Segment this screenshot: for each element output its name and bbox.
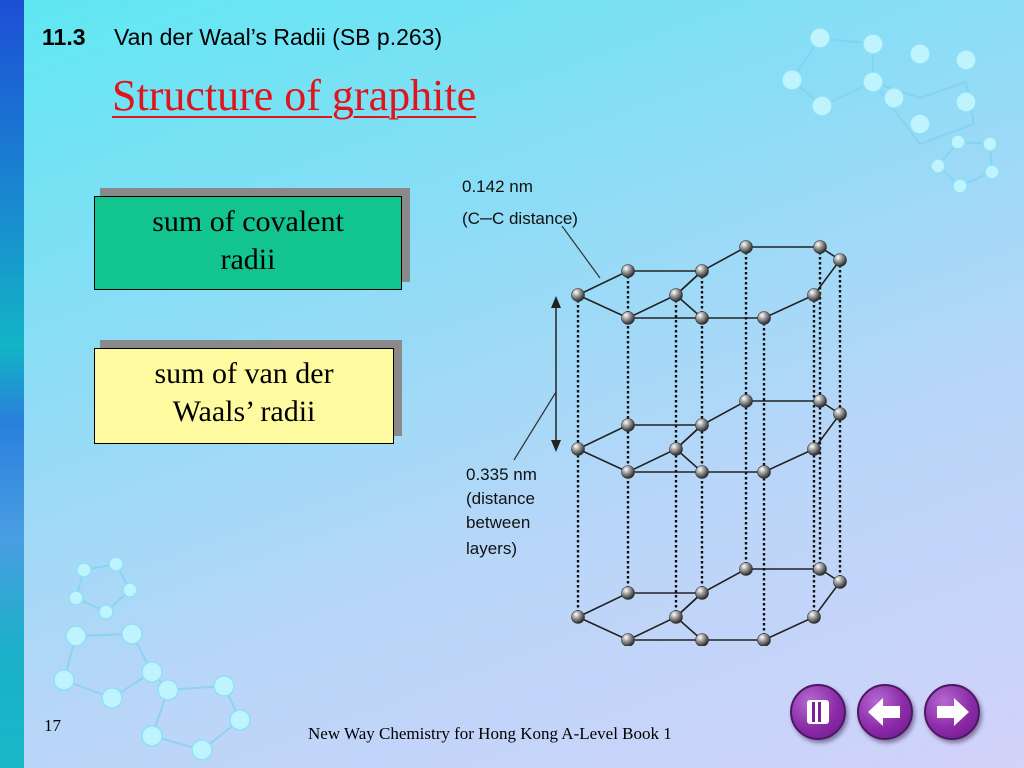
carbon-atom — [807, 288, 821, 302]
carbon-atom — [695, 465, 709, 479]
section-number: 11.3 — [42, 24, 86, 50]
vdw-radii-box: sum of van der Waals’ radii — [94, 348, 394, 444]
carbon-atoms — [571, 240, 847, 646]
carbon-atom — [757, 465, 771, 479]
graphite-bonds — [577, 246, 842, 641]
molecule-decoration-icon — [781, 27, 1000, 194]
carbon-bond — [577, 592, 705, 641]
interlayer-dotted-lines — [576, 247, 842, 640]
arrow-head-down-icon — [551, 440, 561, 452]
cc-distance-label: (C─C distance) — [462, 209, 578, 228]
footer-text: New Way Chemistry for Hong Kong A-Level … — [308, 724, 672, 743]
carbon-atom — [813, 240, 827, 254]
carbon-atom — [621, 418, 635, 432]
carbon-atom — [757, 633, 771, 646]
carbon-atom — [669, 288, 683, 302]
carbon-atom — [833, 575, 847, 589]
layer-distance-label: 0.335 nm — [466, 465, 537, 484]
carbon-atom — [807, 610, 821, 624]
box-line: sum of covalent — [152, 205, 344, 238]
carbon-atom — [669, 610, 683, 624]
box-line: sum of van der — [154, 357, 334, 390]
carbon-atom — [621, 264, 635, 278]
carbon-atom — [813, 394, 827, 408]
arrow-head-up-icon — [551, 296, 561, 308]
arrow-left-icon — [868, 698, 900, 726]
page-number: 17 — [44, 716, 61, 735]
layer-distance-label: between — [466, 513, 530, 532]
layer-distance-label: layers) — [466, 539, 517, 558]
carbon-atom — [813, 562, 827, 576]
carbon-bond — [577, 270, 705, 319]
next-button[interactable] — [924, 684, 980, 740]
carbon-atom — [571, 442, 585, 456]
menu-button[interactable] — [790, 684, 846, 740]
carbon-atom — [695, 418, 709, 432]
carbon-atom — [571, 288, 585, 302]
layer-distance-label: (distance — [466, 489, 535, 508]
carbon-bond — [675, 568, 842, 641]
carbon-atom — [739, 562, 753, 576]
carbon-atom — [621, 586, 635, 600]
previous-button[interactable] — [857, 684, 913, 740]
carbon-atom — [807, 442, 821, 456]
carbon-bond — [675, 246, 842, 319]
carbon-atom — [669, 442, 683, 456]
carbon-atom — [739, 394, 753, 408]
carbon-atom — [695, 264, 709, 278]
carbon-atom — [833, 253, 847, 267]
box-line: Waals’ radii — [172, 395, 316, 428]
carbon-atom — [757, 311, 771, 325]
carbon-atom — [571, 610, 585, 624]
cc-distance-label: 0.142 nm — [462, 177, 533, 196]
left-accent-bar — [0, 0, 24, 768]
carbon-atom — [621, 311, 635, 325]
layer-leader-line — [513, 391, 557, 461]
carbon-atom — [695, 586, 709, 600]
carbon-atom — [695, 633, 709, 646]
slide-title: Structure of graphite — [112, 71, 477, 120]
molecule-decoration-icon — [53, 556, 251, 761]
carbon-atom — [621, 633, 635, 646]
carbon-atom — [695, 311, 709, 325]
carbon-atom — [621, 465, 635, 479]
menu-icon — [807, 700, 829, 724]
box-line: radii — [220, 243, 276, 276]
carbon-atom — [833, 407, 847, 421]
cc-leader-line — [561, 225, 601, 279]
carbon-bond — [675, 400, 842, 473]
covalent-radii-box: sum of covalent radii — [94, 196, 402, 290]
arrow-right-icon — [937, 698, 969, 726]
section-title: Van der Waal’s Radii (SB p.263) — [114, 24, 443, 50]
carbon-bond — [577, 424, 705, 473]
graphite-structure-diagram: 0.142 nm (C─C distance) 0.335 nm (distan… — [462, 177, 847, 646]
carbon-atom — [739, 240, 753, 254]
